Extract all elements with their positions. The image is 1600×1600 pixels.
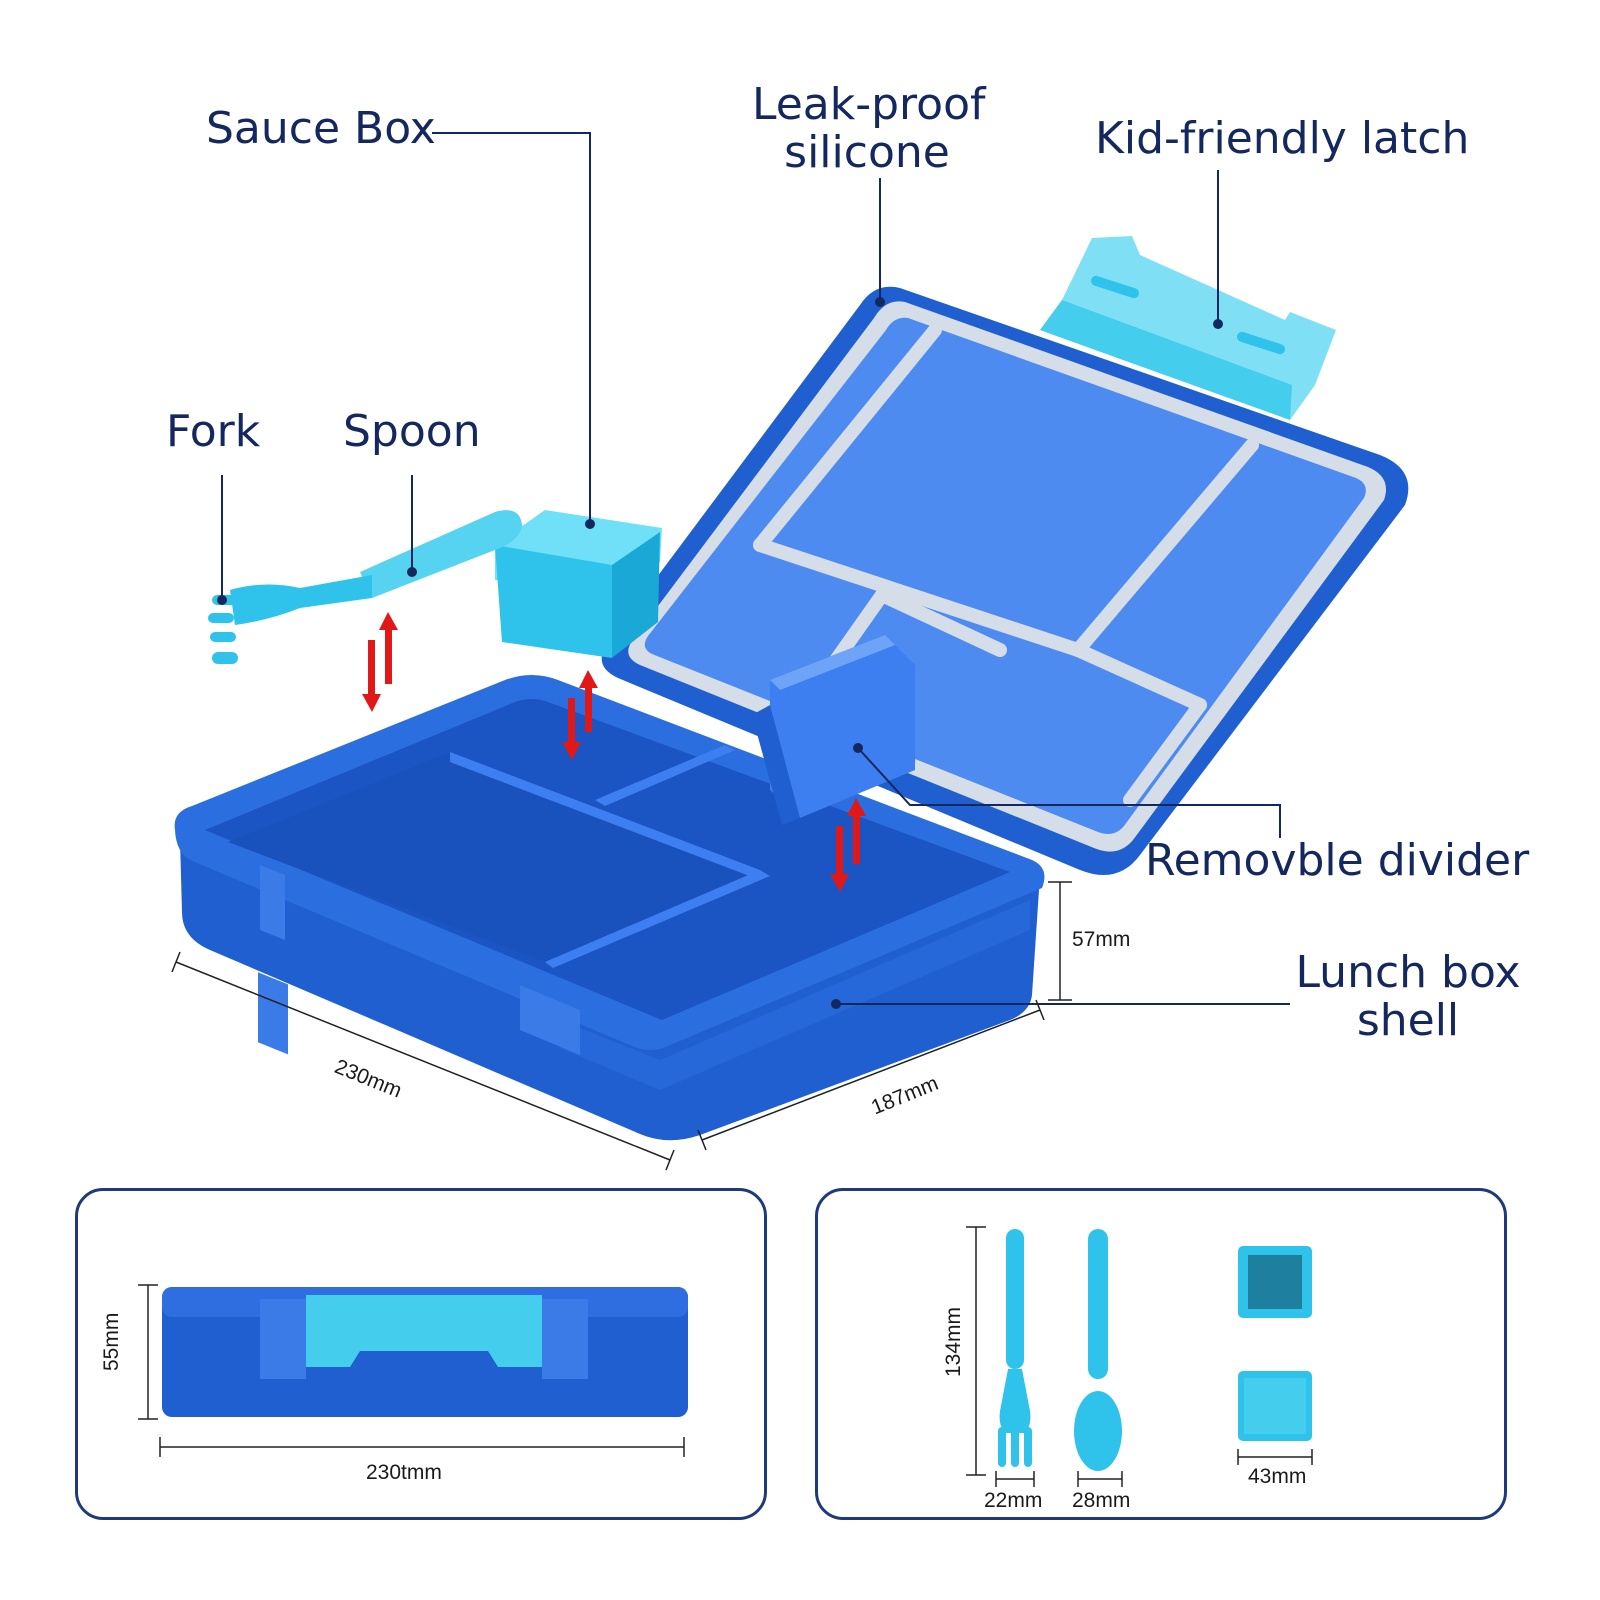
latch <box>1040 236 1336 420</box>
side-view-clip-right <box>542 1299 588 1379</box>
leader-lines <box>221 132 1290 1005</box>
side-view-panel: 55mm 230tmm <box>75 1188 767 1520</box>
accessory-dimension-lines <box>966 1226 1313 1487</box>
accessories-panel: 134mm 22mm 28mm 43mm <box>815 1188 1507 1520</box>
sauce-box-lid-view <box>1238 1371 1312 1441</box>
latch-slot-left <box>1090 275 1140 299</box>
spoon-width-label: 28mm <box>1072 1489 1131 1512</box>
fork-flat <box>998 1229 1032 1467</box>
shell-label-line1: Lunch box <box>1295 947 1521 998</box>
main-dimension-lines <box>171 881 1072 1171</box>
side-view-dimension-lines <box>138 1284 685 1457</box>
latch-face <box>1040 300 1292 420</box>
fork-width-label: 22mm <box>984 1489 1043 1512</box>
sauce-box <box>495 510 662 658</box>
side-view-clip-left <box>260 1299 306 1379</box>
fork-label: Fork <box>166 406 261 457</box>
divider-label: Removble divider <box>1145 835 1530 886</box>
base-clip-left-2 <box>260 865 285 940</box>
side-length-label: 230tmm <box>366 1461 442 1484</box>
base-dividers <box>228 745 770 968</box>
base-clip-right <box>520 985 580 1055</box>
lunchbox-base <box>174 675 1045 1141</box>
spoon-label: Spoon <box>343 406 481 457</box>
shell-label-line2: shell <box>1356 995 1460 1046</box>
latch-label: Kid-friendly latch <box>1095 113 1470 164</box>
cutlery-set <box>208 510 522 664</box>
sauce-box-width-label: 43mm <box>1248 1465 1307 1488</box>
accessories-illustration <box>966 1226 1313 1487</box>
base-front <box>180 840 1040 1141</box>
side-view-latch <box>306 1295 542 1367</box>
leak-proof-label-line2: silicone <box>784 127 950 178</box>
sauce-box-label: Sauce Box <box>206 103 436 154</box>
main-height-label: 57mm <box>1072 928 1131 951</box>
side-height-label: 55mm <box>100 1312 123 1371</box>
side-view-illustration <box>138 1284 688 1457</box>
removable-divider <box>752 635 915 825</box>
sauce-box-top-view <box>1238 1246 1312 1318</box>
base-clip-left <box>258 972 288 1055</box>
leak-proof-label-line1: Leak-proof <box>752 79 986 130</box>
leader-dots <box>217 297 1223 1009</box>
assembly-arrows <box>362 612 866 892</box>
spoon-flat <box>1074 1229 1122 1471</box>
latch-slot-right <box>1236 331 1286 355</box>
cutlery-length-label: 134mm <box>942 1306 965 1377</box>
